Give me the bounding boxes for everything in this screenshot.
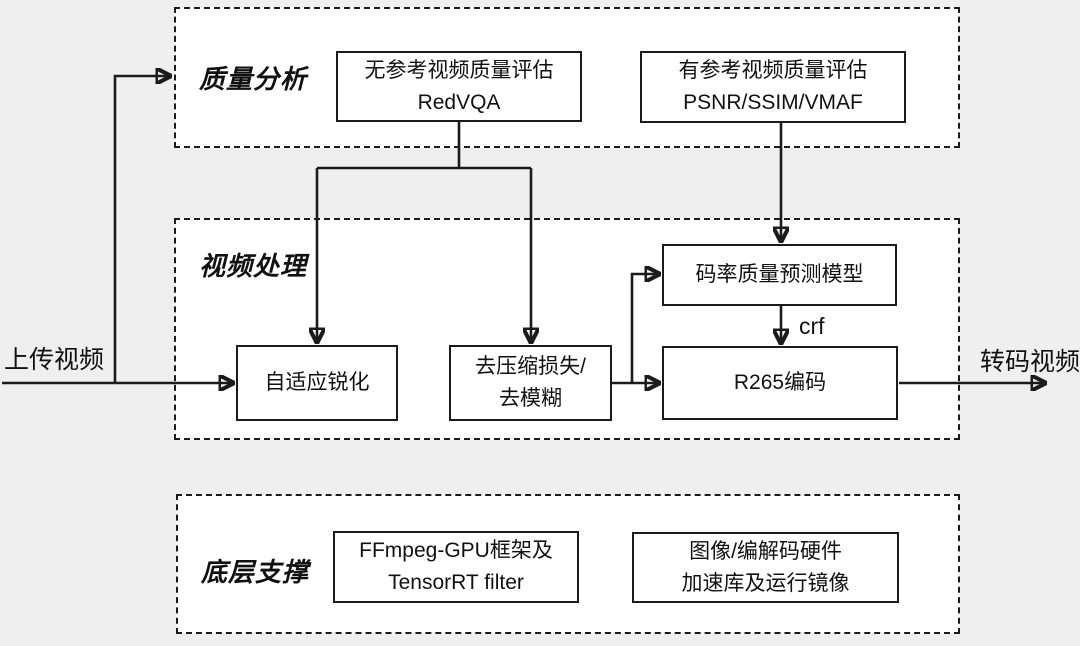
node-label-line: 无参考视频质量评估 <box>364 58 554 82</box>
node-label-line: RedVQA <box>417 90 501 114</box>
node-label-line: FFmpeg-GPU框架及 <box>359 539 553 562</box>
node-label-line: 去模糊 <box>499 387 562 410</box>
node-label-line: R265编码 <box>733 371 827 394</box>
node-label-line: 有参考视频质量评估 <box>678 59 868 82</box>
node-full-reference-vqa: 有参考视频质量评估 PSNR/SSIM/VMAF <box>640 51 906 123</box>
node-label-line: 码率质量预测模型 <box>695 263 864 286</box>
section-label-processing: 视频处理 <box>199 251 308 281</box>
node-label-line: 自适应锐化 <box>264 371 370 394</box>
node-label-line: 加速库及运行镜像 <box>681 571 850 595</box>
node-deartifact-deblur: 去压缩损失/ 去模糊 <box>449 345 612 421</box>
section-label-foundation: 底层支撑 <box>201 557 310 587</box>
output-label: 转码视频 <box>980 348 1080 376</box>
node-bitrate-quality-model: 码率质量预测模型 <box>662 244 897 306</box>
crf-label: crf <box>799 313 825 339</box>
node-label-line: 去压缩损失/ <box>475 355 586 378</box>
arrow-upload-branch-to-quality <box>113 76 170 383</box>
node-label-line: PSNR/SSIM/VMAF <box>683 91 863 114</box>
node-r265-encoder: R265编码 <box>662 346 898 420</box>
input-label: 上传视频 <box>4 346 105 374</box>
section-label-quality: 质量分析 <box>199 64 308 94</box>
node-ffmpeg-gpu-tensorrt: FFmpeg-GPU框架及 TensorRT filter <box>333 531 579 603</box>
node-label-line: TensorRT filter <box>388 571 524 594</box>
node-label-line: 图像/编解码硬件 <box>689 539 842 563</box>
node-hw-accel-runtime: 图像/编解码硬件 加速库及运行镜像 <box>632 532 899 603</box>
node-no-reference-vqa: 无参考视频质量评估 RedVQA <box>336 51 582 122</box>
node-adaptive-sharpen: 自适应锐化 <box>236 345 398 421</box>
